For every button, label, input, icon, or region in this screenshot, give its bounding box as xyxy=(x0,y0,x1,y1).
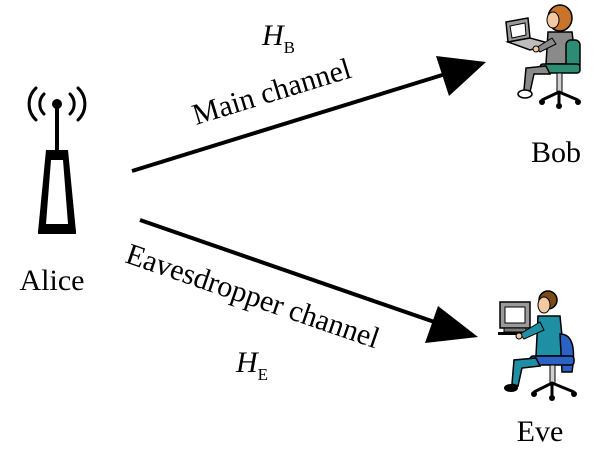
bob-label: Bob xyxy=(531,136,581,169)
wireless-transmitter-icon xyxy=(27,86,87,234)
eavesdropper-channel-gain: HE xyxy=(235,346,268,384)
eavesdropper-channel-arrow xyxy=(139,218,478,343)
main-channel-label: Main channel xyxy=(188,52,355,132)
eve-label: Eve xyxy=(517,415,564,448)
person-at-laptop-icon xyxy=(505,4,581,109)
main-channel-symbol: H xyxy=(261,19,286,52)
eavesdropper-channel-symbol: H xyxy=(235,346,260,379)
eavesdropper-channel-subscript: E xyxy=(258,365,268,384)
eavesdropper-channel-label: Eavesdropper channel xyxy=(122,237,384,355)
main-channel-arrow xyxy=(131,56,486,173)
main-channel-gain: HB xyxy=(261,19,295,57)
person-at-computer-icon xyxy=(498,290,577,401)
alice-label: Alice xyxy=(20,264,85,297)
main-channel-subscript: B xyxy=(284,38,295,57)
